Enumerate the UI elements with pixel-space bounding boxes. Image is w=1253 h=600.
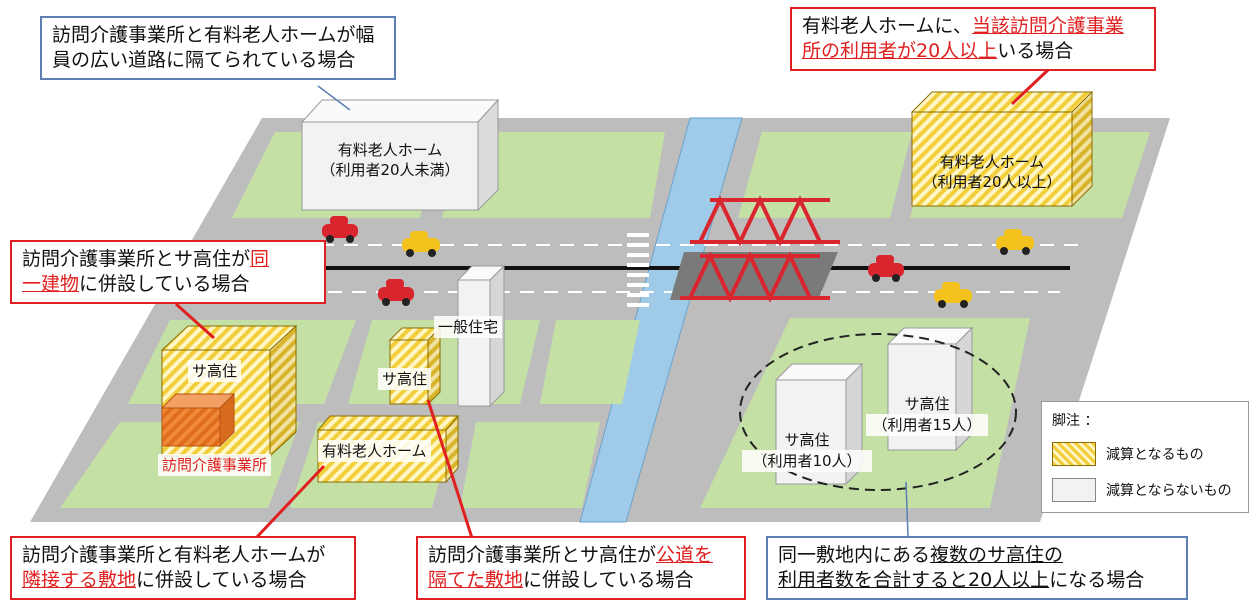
connector bbox=[1010, 68, 1050, 106]
callout-wide-road: 訪問介護事業所と有料老人ホームが幅 員の広い道路に隔てられている場合 bbox=[40, 16, 396, 80]
building-sakoju-small bbox=[388, 326, 442, 406]
label-note: （利用者15人） bbox=[866, 414, 988, 436]
legend-title: 脚注 bbox=[1052, 413, 1080, 429]
legend-label: 減算となるもの bbox=[1106, 447, 1204, 463]
lot bbox=[540, 320, 640, 404]
callout-adjacent: 訪問介護事業所と有料老人ホームが 隣接する敷地に併設している場合 bbox=[10, 536, 356, 600]
label-name: サ高住 bbox=[784, 431, 830, 449]
car-icon bbox=[322, 216, 358, 243]
building-general-housing bbox=[456, 264, 506, 408]
legend-label: 減算とならないもの bbox=[1106, 483, 1232, 499]
callout-public-road: 訪問介護事業所とサ高住が公道を 隔てた敷地に併設している場合 bbox=[416, 536, 746, 600]
callout-underline: 複数のサ高住の bbox=[930, 544, 1064, 566]
legend-sep: ： bbox=[1084, 413, 1099, 429]
callout-highlight: 一建物 bbox=[22, 273, 80, 295]
connector bbox=[254, 464, 326, 540]
connector bbox=[426, 399, 474, 539]
legend-item-reduced: 減算となるもの bbox=[1052, 442, 1204, 466]
label-sakoju-small: サ高住 bbox=[378, 368, 432, 390]
callout-text: 同一敷地内にある bbox=[778, 544, 931, 566]
building-home-under20 bbox=[300, 98, 500, 212]
car-icon bbox=[378, 279, 414, 306]
callout-highlight: 公道を bbox=[656, 544, 714, 566]
lot bbox=[460, 422, 600, 508]
label-note: （利用者20人未満） bbox=[320, 161, 460, 179]
callout-highlight: 隣接する敷地 bbox=[22, 569, 137, 591]
label-note: （利用者20人以上） bbox=[922, 173, 1062, 191]
callout-line: 訪問介護事業所と有料老人ホームが幅 bbox=[52, 24, 375, 46]
building-home-over20 bbox=[910, 90, 1094, 208]
label-sakoju-15: サ高住 （利用者15人） bbox=[866, 394, 988, 436]
callout-text: 訪問介護事業所とサ高住が bbox=[22, 248, 251, 270]
callout-text: に併設している場合 bbox=[523, 569, 694, 591]
building-home-care-office bbox=[160, 392, 236, 448]
car-icon bbox=[868, 255, 904, 282]
lot bbox=[738, 132, 912, 218]
legend: 脚注 ： 減算となるもの 減算とならないもの bbox=[1041, 401, 1249, 513]
car-icon bbox=[934, 282, 972, 308]
label-sakoju-main: サ高住 bbox=[188, 360, 242, 382]
callout-over20: 有料老人ホームに、当該訪問介護事業 所の利用者が20人以上いる場合 bbox=[790, 7, 1156, 71]
label-general-housing: 一般住宅 bbox=[434, 316, 503, 338]
car-icon bbox=[402, 231, 440, 257]
callout-same-site: 同一敷地内にある複数のサ高住の 利用者数を合計すると20人以上になる場合 bbox=[766, 536, 1188, 600]
callout-text: に併設している場合 bbox=[136, 569, 307, 591]
label-home-under20: 有料老人ホーム （利用者20人未満） bbox=[310, 140, 470, 180]
legend-heading: 脚注 ： bbox=[1052, 410, 1098, 430]
callout-text: いる場合 bbox=[997, 40, 1074, 62]
callout-text: 訪問介護事業所とサ高住が bbox=[428, 544, 657, 566]
label-name: サ高住 bbox=[904, 395, 950, 413]
legend-item-not-reduced: 減算とならないもの bbox=[1052, 478, 1232, 502]
white-swatch-icon bbox=[1052, 478, 1096, 502]
callout-underline: 利用者数を合計すると20人以上 bbox=[778, 569, 1050, 591]
label-name: 有料老人ホーム bbox=[939, 153, 1045, 171]
callout-highlight: 隔てた敷地 bbox=[428, 569, 524, 591]
hatched-swatch-icon bbox=[1052, 442, 1096, 466]
label-home-care-office: 訪問介護事業所 bbox=[158, 454, 272, 476]
label-sakoju-10: サ高住 （利用者10人） bbox=[742, 430, 872, 472]
label-home-adjacent: 有料老人ホーム bbox=[318, 440, 431, 462]
bridge bbox=[670, 195, 840, 303]
callout-text: 訪問介護事業所と有料老人ホームが bbox=[22, 544, 326, 566]
label-name: 有料老人ホーム bbox=[337, 141, 443, 159]
connector bbox=[317, 85, 351, 111]
callout-text: に併設している場合 bbox=[79, 273, 250, 295]
callout-line: 員の広い道路に隔てられている場合 bbox=[52, 49, 356, 71]
same-site-ellipse bbox=[739, 333, 1017, 491]
label-home-over20: 有料老人ホーム （利用者20人以上） bbox=[912, 152, 1072, 192]
connector bbox=[905, 481, 909, 537]
callout-highlight: 当該訪問介護事業 bbox=[971, 15, 1124, 37]
callout-text: 有料老人ホームに、 bbox=[802, 15, 972, 37]
crosswalk bbox=[627, 233, 649, 307]
callout-highlight: 所の利用者が20人以上 bbox=[802, 40, 998, 62]
callout-text: になる場合 bbox=[1049, 569, 1145, 591]
label-note: （利用者10人） bbox=[742, 450, 872, 472]
car-icon bbox=[996, 229, 1034, 255]
callout-highlight: 同 bbox=[250, 248, 270, 270]
connector bbox=[174, 302, 216, 340]
callout-same-building: 訪問介護事業所とサ高住が同 一建物に併設している場合 bbox=[10, 240, 326, 304]
